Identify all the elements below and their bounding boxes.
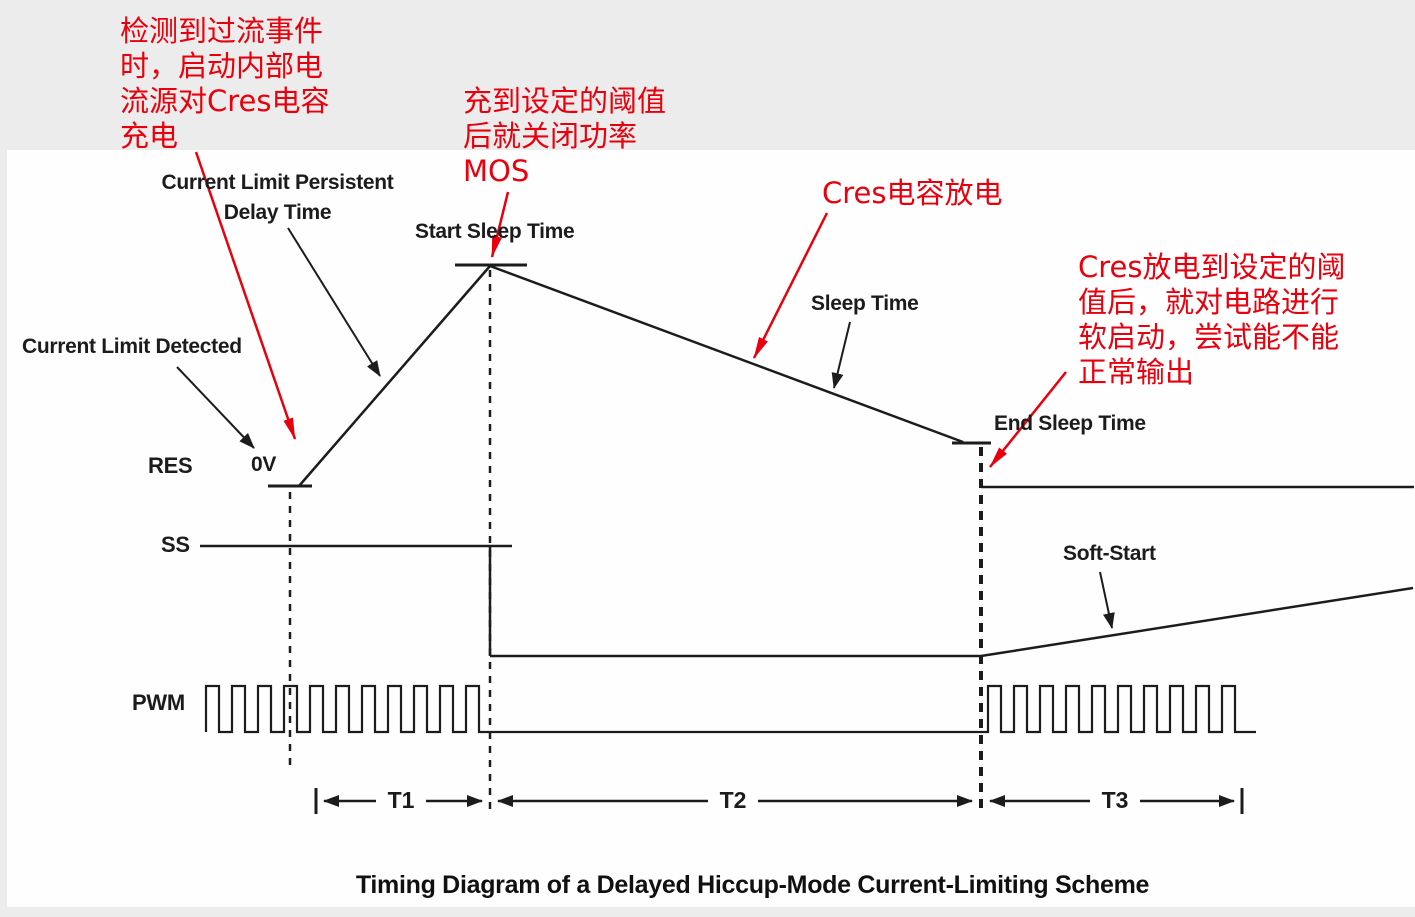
res-discharge-slope <box>489 264 964 444</box>
charge-annotation-arrow <box>194 151 297 440</box>
label-sleep-time: Sleep Time <box>811 292 919 315</box>
label-current-limit-detected: Current Limit Detected <box>22 335 242 358</box>
annotation-charge-cres: 检测到过流事件 时，启动内部电 流源对Cres电容 充电 <box>120 14 330 153</box>
signal-res: RES <box>148 453 193 478</box>
marker-t3: T3 <box>1090 786 1140 814</box>
signal-pwm: PWM <box>132 690 185 715</box>
red-annotation-arrows <box>194 151 1067 468</box>
discharge-annotation-arrow <box>752 212 829 359</box>
event-lines <box>288 270 983 812</box>
label-start-sleep-time: Start Sleep Time <box>415 220 575 243</box>
marker-t1: T1 <box>376 786 426 814</box>
sleep-time-arrow <box>831 321 851 389</box>
label-end-sleep-time: End Sleep Time <box>994 412 1146 435</box>
signal-ss: SS <box>161 532 190 557</box>
ss-low-and-softstart-ramp <box>490 586 1414 658</box>
res-waveform <box>268 263 1414 489</box>
ss-waveform <box>200 544 1414 658</box>
diagram-paper <box>7 150 1415 907</box>
black-callout-arrows <box>176 227 1115 629</box>
marker-t2: T2 <box>708 786 758 814</box>
res-charge-ramp <box>298 265 491 487</box>
annotation-cres-discharge: Cres电容放电 <box>822 176 1003 210</box>
label-zero-v: 0V <box>251 453 277 476</box>
current-limit-detected-arrow <box>176 366 255 449</box>
annotation-threshold-mos-off: 充到设定的阈值 后就关闭功率 MOS <box>463 84 667 188</box>
threshold-annotation-arrow <box>490 191 510 258</box>
label-current-limit-persistent-delay: Current Limit Persistent Delay Time <box>161 171 394 224</box>
softstart-annotation-arrow <box>989 371 1067 468</box>
soft-start-arrow <box>1099 571 1115 629</box>
diagram-title: Timing Diagram of a Delayed Hiccup-Mode … <box>355 871 1150 899</box>
persistent-delay-arrow <box>287 227 381 377</box>
label-soft-start: Soft-Start <box>1063 542 1156 565</box>
pwm-waveform <box>204 684 1256 734</box>
annotation-soft-start-retry: Cres放电到设定的阈 值后，就对电路进行 软启动，尝试能不能 正常输出 <box>1078 250 1346 389</box>
